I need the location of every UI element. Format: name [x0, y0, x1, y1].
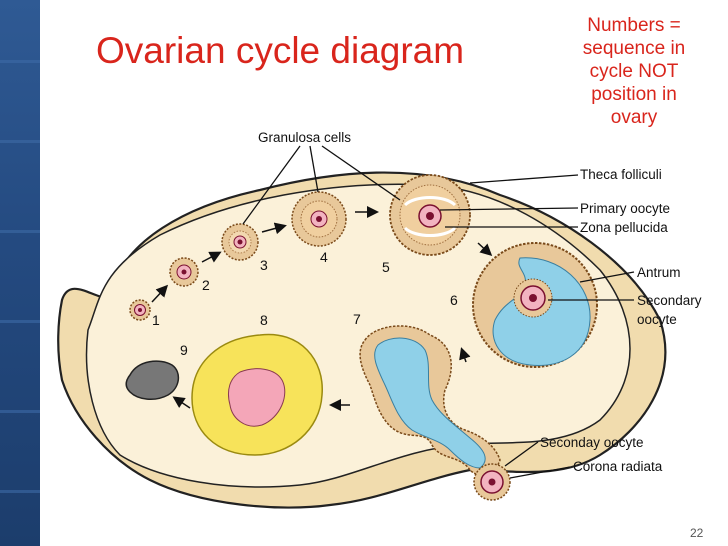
- arrow-8-9: [172, 396, 191, 409]
- stage-1-follicle: [129, 299, 151, 321]
- arrow-6-7: [459, 347, 471, 363]
- stage-8-corpus-luteum: [191, 333, 323, 456]
- pointer-line: [504, 441, 539, 467]
- label-granulosa-cells: Granulosa cells: [258, 130, 351, 145]
- slide-title: Ovarian cycle diagram: [96, 30, 465, 71]
- label-theca-folliculi: Theca folliculi: [580, 167, 662, 182]
- stage-number: 4: [320, 249, 328, 265]
- arrow-1-2: [151, 284, 169, 303]
- stage-number: 6: [450, 292, 458, 308]
- pointer-line: [579, 271, 635, 283]
- label-secondary-oocyte: Secondary: [637, 293, 702, 308]
- note-line: Numbers =: [587, 15, 681, 36]
- pointer-line: [469, 174, 579, 184]
- released-oocyte: [473, 463, 511, 501]
- arrow-2-3: [201, 251, 222, 263]
- stage-2-follicle: [169, 257, 199, 287]
- stage-number: 9: [180, 342, 188, 358]
- stage-number: 8: [260, 312, 268, 328]
- stage-5-follicle: [389, 174, 471, 256]
- label-corona-radiata: Corona radiata: [573, 459, 663, 474]
- note-line: ovary: [610, 107, 658, 128]
- pointer-line: [439, 207, 579, 211]
- pointer-line: [309, 145, 319, 193]
- stage-number: 7: [353, 311, 361, 327]
- label-primary-oocyte: Primary oocyte: [580, 201, 670, 216]
- stage-3-follicle: [221, 223, 259, 261]
- page-number: 22: [690, 526, 704, 540]
- stage-number: 3: [260, 257, 268, 273]
- label-zona-pellucida: Zona pellucida: [580, 220, 668, 235]
- stage-4-follicle: [291, 191, 347, 247]
- decorative-sidebar: [0, 0, 40, 546]
- stage-9-corpus-albicans: [125, 360, 180, 400]
- pointer-line: [321, 145, 401, 201]
- pointer-line: [509, 466, 571, 479]
- arrow-5-6: [477, 242, 493, 257]
- stage-7-ruptured-follicle: [359, 325, 501, 476]
- label-antrum: Antrum: [637, 265, 681, 280]
- pointer-line: [242, 145, 301, 225]
- stage-number: 2: [202, 277, 210, 293]
- note-line: sequence in: [582, 38, 686, 59]
- label-seconday-oocyte: Seconday oocyte: [540, 435, 644, 450]
- stage-number: 5: [382, 259, 390, 275]
- label-secondary-oocyte: oocyte: [637, 312, 677, 327]
- note-line: cycle NOT: [589, 61, 679, 82]
- stage-number: 1: [152, 312, 160, 328]
- stage-6-follicle: [472, 242, 598, 368]
- sequence-note: Numbers = sequence in cycle NOT position…: [560, 14, 708, 129]
- note-line: position in: [591, 84, 677, 105]
- arrow-3-4: [261, 222, 287, 235]
